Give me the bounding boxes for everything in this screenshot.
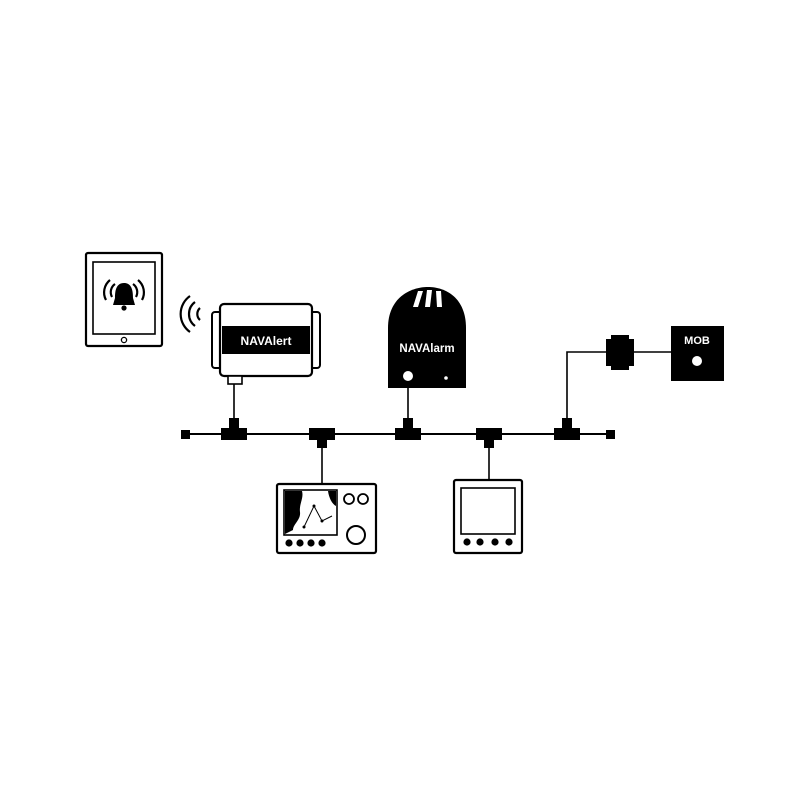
tablet-icon [84, 251, 164, 348]
mob-button-device: MOB [671, 326, 724, 381]
navalert-label: NAVAlert [241, 334, 292, 348]
network-terminator-icon [181, 430, 190, 439]
network-terminator-icon [606, 430, 615, 439]
tee-connector-icon [476, 428, 502, 448]
bell-icon [103, 279, 145, 311]
chartplotter-icon [275, 482, 378, 555]
drop-cables [233, 351, 672, 484]
tee-connectors [221, 418, 580, 448]
mob-label: MOB [684, 335, 710, 347]
tee-connector-icon [309, 428, 335, 448]
display-icon [452, 478, 524, 555]
wireless-signal-icon [179, 295, 201, 333]
tee-connector-icon [554, 418, 580, 440]
navalarm-label: NAVAlarm [399, 343, 454, 355]
inline-adapter-icon [606, 335, 634, 370]
tee-connector-icon [221, 418, 247, 440]
navalarm-device: NAVAlarm [388, 287, 466, 388]
tee-connector-icon [395, 418, 421, 440]
navalert-device: NAVAlert [211, 302, 321, 385]
